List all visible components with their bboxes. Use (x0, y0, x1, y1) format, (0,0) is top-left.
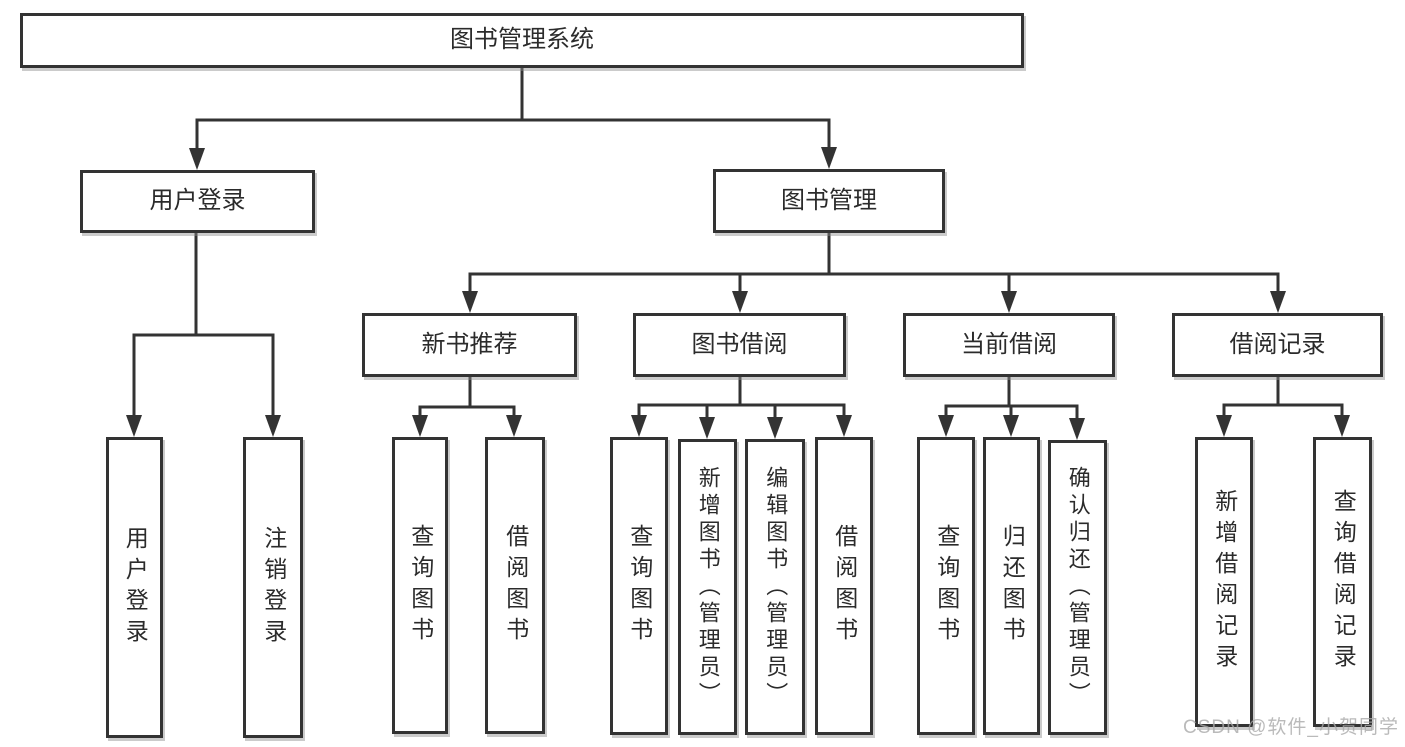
leaf-query-books-recommend: 查询图书 (392, 437, 448, 734)
leaf-query-borrow-record: 查询借阅记录 (1313, 437, 1372, 727)
node-book-management: 图书管理 (713, 169, 945, 233)
leaf-add-books-admin: 新增图书（管理员） (678, 439, 737, 735)
leaf-logout: 注销登录 (243, 437, 303, 738)
node-book-borrow: 图书借阅 (633, 313, 846, 377)
leaf-borrow-books-recommend: 借阅图书 (485, 437, 545, 734)
leaf-query-books-borrow: 查询图书 (610, 437, 668, 735)
leaf-edit-books-admin: 编辑图书（管理员） (745, 439, 805, 735)
node-user-login: 用户登录 (80, 170, 315, 233)
tree-edges (132, 68, 1344, 421)
leaf-query-books-current: 查询图书 (917, 437, 975, 735)
arrowheads (126, 147, 1350, 440)
node-new-book-recommend: 新书推荐 (362, 313, 577, 377)
node-root: 图书管理系统 (20, 13, 1024, 68)
csdn-watermark: CSDN @软件_小贺同学 (1183, 717, 1399, 738)
leaf-confirm-return-admin: 确认归还（管理员） (1048, 440, 1107, 735)
node-current-borrow: 当前借阅 (903, 313, 1115, 377)
node-borrow-records: 借阅记录 (1172, 313, 1383, 377)
leaf-user-login: 用户登录 (106, 437, 163, 738)
leaf-borrow-books: 借阅图书 (815, 437, 873, 735)
leaf-return-books: 归还图书 (983, 437, 1040, 735)
leaf-add-borrow-record: 新增借阅记录 (1195, 437, 1253, 727)
